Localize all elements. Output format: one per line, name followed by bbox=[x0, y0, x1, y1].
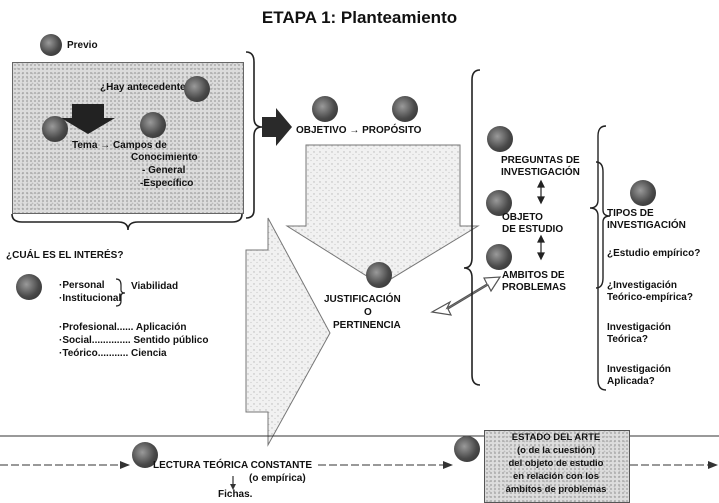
tema-label: Tema → Campos de bbox=[72, 140, 167, 151]
especifico-label: -Específico bbox=[140, 178, 194, 189]
estado-del-arte-box bbox=[484, 430, 630, 503]
marker-dot bbox=[392, 96, 418, 122]
interes-title: ¿CUÁL ES EL INTERÉS? bbox=[6, 250, 124, 261]
teorico-empirica-label-2: Teórico-empírica? bbox=[607, 292, 693, 303]
teorico-label: ·Teórico........... Ciencia bbox=[59, 348, 167, 359]
marker-dot bbox=[630, 180, 656, 206]
brace-right-list bbox=[595, 161, 611, 289]
tipos-investigacion-label: INVESTIGACIÓN bbox=[607, 220, 686, 231]
teorico-empirica-label-1: ¿Investigación bbox=[607, 280, 678, 291]
marker-dot bbox=[140, 112, 166, 138]
estado-line-5: ámbitos de problemas bbox=[505, 484, 607, 495]
marker-dot bbox=[486, 244, 512, 270]
marker-dot bbox=[454, 436, 480, 462]
marker-dot bbox=[42, 116, 68, 142]
investigacion-label: INVESTIGACIÓN bbox=[501, 167, 580, 178]
right-arrow bbox=[245, 217, 331, 447]
preguntas-label: PREGUNTAS DE bbox=[501, 155, 580, 166]
ambitos-label: AMBITOS DE bbox=[502, 270, 565, 281]
problemas-label: PROBLEMAS bbox=[502, 282, 566, 293]
estado-line-2: (o de la cuestión) bbox=[516, 445, 596, 456]
brace-bottom-box bbox=[11, 213, 243, 231]
previo-label: Previo bbox=[67, 40, 98, 51]
brace-left-box bbox=[245, 51, 263, 219]
institucional-label: ·Institucional bbox=[59, 293, 122, 304]
justificacion-label: JUSTIFICACIÓN bbox=[324, 294, 401, 305]
down-arrow bbox=[285, 144, 480, 286]
general-label: - General bbox=[142, 165, 186, 176]
brace-center-right bbox=[463, 69, 481, 386]
marker-dot bbox=[486, 190, 512, 216]
profesional-label: ·Profesional...... Aplicación bbox=[59, 322, 187, 333]
tipos-label: TIPOS DE bbox=[607, 208, 654, 219]
estado-line-4: en relación con los bbox=[512, 471, 600, 482]
fichas-label: Fichas. bbox=[218, 489, 253, 500]
brace-tipos bbox=[589, 125, 607, 391]
teorica-label-1: Investigación bbox=[607, 322, 671, 333]
social-label: ·Social.............. Sentido público bbox=[59, 335, 209, 346]
objeto-label: OBJETO bbox=[502, 212, 543, 223]
marker-dot bbox=[40, 34, 62, 56]
double-arrow bbox=[430, 276, 502, 316]
viabilidad-label: Viabilidad bbox=[131, 281, 179, 292]
estado-line-1: ESTADO DEL ARTE bbox=[511, 432, 601, 443]
marker-dot bbox=[132, 442, 158, 468]
brace-viabilidad bbox=[115, 278, 126, 307]
dark-down-arrow bbox=[61, 104, 115, 134]
updown-arrow-2 bbox=[537, 234, 545, 261]
diagram-title: ETAPA 1: Planteamiento bbox=[261, 8, 458, 27]
teorica-label-2: Teórica? bbox=[607, 334, 648, 345]
aplicada-label-1: Investigación bbox=[607, 364, 671, 375]
objetivo-label: OBJETIVO → PROPÓSITO bbox=[296, 125, 422, 136]
estado-line-3: del objeto de estudio bbox=[508, 458, 604, 469]
pertinencia-label: PERTINENCIA bbox=[333, 320, 401, 331]
marker-dot bbox=[16, 274, 42, 300]
updown-arrow-1 bbox=[537, 179, 545, 205]
marker-dot bbox=[184, 76, 210, 102]
personal-label: ·Personal bbox=[59, 280, 105, 291]
conocimiento-label: Conocimiento bbox=[131, 152, 198, 163]
o-label: O bbox=[364, 307, 372, 318]
aplicada-label-2: Aplicada? bbox=[607, 376, 655, 387]
estado-del-arte-text: ESTADO DEL ARTE (o de la cuestión) del o… bbox=[484, 431, 628, 496]
empirica-label: (o empírica) bbox=[249, 473, 306, 484]
marker-dot bbox=[312, 96, 338, 122]
marker-dot bbox=[366, 262, 392, 288]
de-estudio-label: DE ESTUDIO bbox=[502, 224, 564, 235]
marker-dot bbox=[487, 126, 513, 152]
antecedentes-question: ¿Hay antecedentes? bbox=[100, 82, 198, 93]
lectura-label: LECTURA TEÓRICA CONSTANTE bbox=[153, 460, 313, 471]
dark-right-arrow bbox=[262, 108, 292, 146]
estudio-empirico-label: ¿Estudio empírico? bbox=[607, 248, 701, 259]
